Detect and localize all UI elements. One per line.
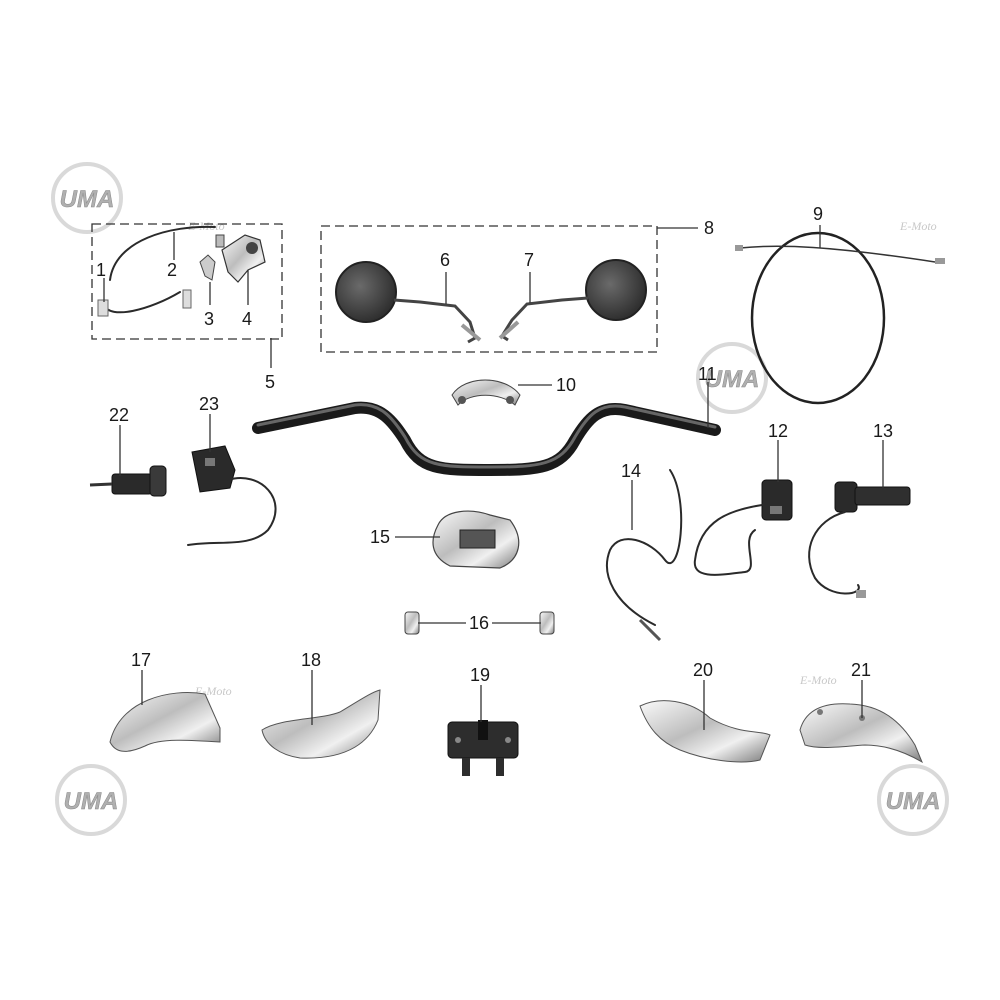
group-box-8 — [320, 225, 658, 353]
svg-text:20: 20 — [693, 660, 713, 680]
part-22-left-grip — [89, 465, 167, 497]
svg-text:17: 17 — [131, 650, 151, 670]
callout-22: 22 — [109, 405, 129, 476]
callout-19: 19 — [470, 665, 490, 722]
svg-text:21: 21 — [851, 660, 871, 680]
part-23-left-switch — [187, 445, 277, 546]
svg-text:6: 6 — [440, 250, 450, 270]
watermark-script: E-Moto — [799, 673, 837, 687]
callout-2: 2 — [167, 232, 177, 280]
part-12-right-switch — [693, 479, 793, 576]
svg-text:UMA: UMA — [64, 788, 119, 815]
svg-text:9: 9 — [813, 204, 823, 224]
svg-text:4: 4 — [242, 309, 252, 329]
part-18-cover — [261, 689, 381, 759]
part-3-bracket — [199, 254, 216, 281]
callout-15: 15 — [370, 527, 440, 547]
uma-logo-bottom-left: UMA — [55, 764, 127, 836]
part-11-handlebar — [252, 401, 721, 476]
part-20-cover — [639, 700, 771, 763]
callout-8: 8 — [657, 218, 714, 238]
svg-text:19: 19 — [470, 665, 490, 685]
part-15-headlight-bracket — [432, 510, 520, 569]
svg-text:22: 22 — [109, 405, 129, 425]
part-10-clamp-top — [451, 379, 521, 406]
callout-16: 16 — [418, 613, 541, 633]
callout-12: 12 — [768, 421, 788, 482]
part-14-clutch-cable — [606, 469, 683, 642]
callout-10: 10 — [518, 375, 576, 395]
callout-20: 20 — [693, 660, 713, 730]
callout-18: 18 — [301, 650, 321, 725]
callout-14: 14 — [621, 461, 641, 530]
callout-3: 3 — [204, 282, 214, 329]
svg-text:5: 5 — [265, 372, 275, 392]
svg-text:3: 3 — [204, 309, 214, 329]
svg-text:16: 16 — [469, 613, 489, 633]
callout-6: 6 — [440, 250, 450, 304]
callout-23: 23 — [199, 394, 219, 452]
svg-text:14: 14 — [621, 461, 641, 481]
svg-text:8: 8 — [704, 218, 714, 238]
svg-text:18: 18 — [301, 650, 321, 670]
callout-7: 7 — [524, 250, 534, 303]
part-7-right-mirror — [498, 259, 647, 342]
uma-logo-top-left: UMA — [51, 162, 123, 234]
part-13-throttle-grip — [808, 481, 911, 598]
svg-text:UMA: UMA — [60, 186, 115, 213]
uma-logo-bottom-right: UMA — [877, 764, 949, 836]
callout-21: 21 — [851, 660, 871, 718]
callout-13: 13 — [873, 421, 893, 488]
svg-text:13: 13 — [873, 421, 893, 441]
part-4-lever-assembly — [215, 234, 266, 283]
svg-text:15: 15 — [370, 527, 390, 547]
part-19-mount-plate — [447, 720, 519, 776]
callout-17: 17 — [131, 650, 151, 705]
part-1-2-wire-assembly — [97, 225, 216, 317]
group-box-5 — [91, 223, 283, 340]
part-17-left-cover — [109, 692, 221, 752]
svg-text:12: 12 — [768, 421, 788, 441]
callout-11: 11 — [698, 364, 717, 428]
svg-text:7: 7 — [524, 250, 534, 270]
uma-logo-center-right: UMA — [696, 342, 768, 414]
part-9-throttle-cable — [735, 231, 945, 405]
callout-4: 4 — [242, 270, 252, 329]
watermark-script: E-Moto — [899, 219, 937, 233]
svg-text:UMA: UMA — [705, 366, 760, 393]
svg-text:23: 23 — [199, 394, 219, 414]
callout-5: 5 — [265, 338, 275, 392]
svg-text:2: 2 — [167, 260, 177, 280]
part-6-left-mirror — [335, 261, 482, 344]
svg-text:UMA: UMA — [886, 788, 941, 815]
callout-9: 9 — [813, 204, 823, 248]
svg-text:11: 11 — [698, 364, 717, 384]
svg-text:10: 10 — [556, 375, 576, 395]
part-21-right-cover — [799, 703, 924, 764]
callout-1: 1 — [96, 260, 106, 302]
svg-text:1: 1 — [96, 260, 106, 280]
